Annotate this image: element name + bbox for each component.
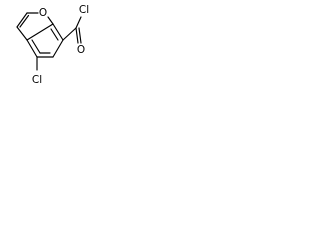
bond-carbonyl-cl (75, 16, 82, 29)
bond-carbonyl-o (75, 27, 79, 44)
chemical-structure-drawing: O O Cl Cl (16, 4, 89, 86)
bond-c3-c3a (16, 26, 28, 41)
acyl-chlorine-label: Cl (79, 4, 89, 16)
bond-c7-carbonyl (62, 27, 77, 41)
bond-c3a-c7a (26, 23, 54, 41)
bond-c3-c2 (16, 12, 28, 28)
bond-o1-c7a (47, 16, 54, 25)
ring-oxygen-label: O (39, 7, 47, 19)
bond-c3-c2-double (19, 14, 30, 28)
chemical-structure-canvas: O O Cl Cl (0, 0, 93, 93)
bond-c7-c6 (52, 39, 64, 58)
carbonyl-oxygen-label: O (77, 44, 85, 56)
bond-c7a-c7 (52, 23, 64, 41)
aryl-chlorine-label: Cl (32, 74, 42, 86)
bond-carbonyl-o-double (78, 27, 82, 44)
bond-c5-c4 (26, 39, 38, 58)
bond-c7a-c7-double (50, 28, 59, 41)
bond-c5-c4-double (31, 39, 41, 54)
